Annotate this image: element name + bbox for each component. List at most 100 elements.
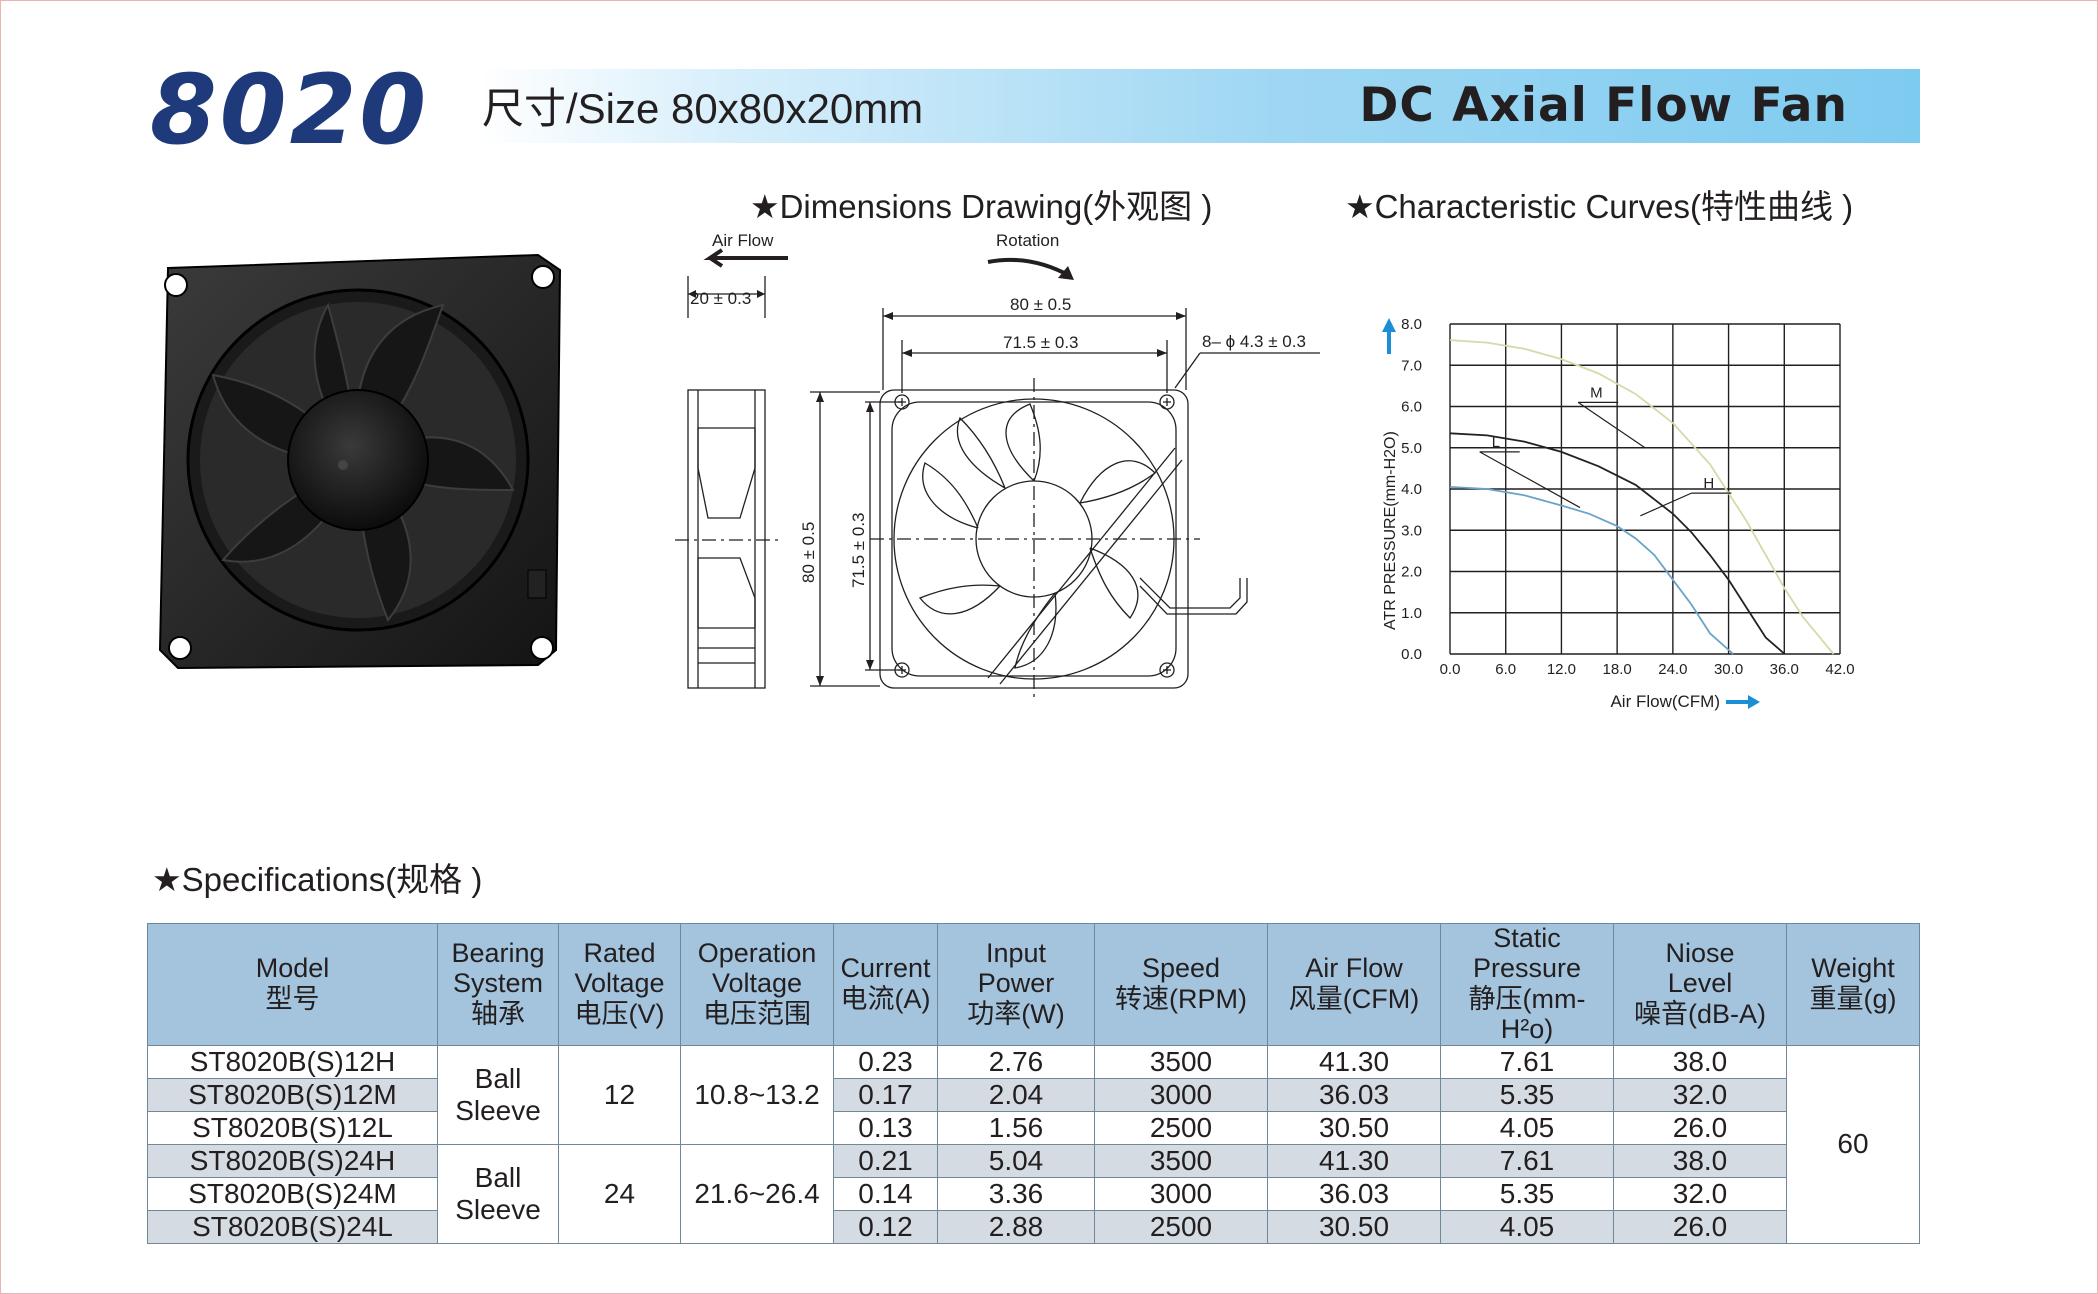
overall-width-dim: 80 ± 0.5 — [1010, 295, 1071, 314]
dimensions-heading: ★Dimensions Drawing(外观图 ) — [750, 188, 1213, 225]
model-cell: ST8020B(S)12H — [147, 1044, 438, 1079]
speed-cell: 2500 — [1094, 1110, 1268, 1145]
pressure-cell: 7.61 — [1440, 1044, 1614, 1079]
header-en-label: Speed — [1141, 952, 1221, 983]
x-tick-label: 24.0 — [1658, 661, 1687, 678]
y-tick-label: 7.0 — [1401, 357, 1422, 374]
speed-cell: 3000 — [1094, 1176, 1268, 1211]
bearing-cell: Ball Sleeve — [437, 1143, 559, 1244]
y-tick-label: 8.0 — [1401, 316, 1422, 333]
series-label-l: L — [1492, 434, 1500, 451]
header-zh-label: 重量(g) — [1809, 984, 1897, 1015]
series-label-pointer — [1640, 492, 1692, 517]
airflow-cell: 41.30 — [1267, 1044, 1441, 1079]
speed-cell: 3500 — [1094, 1143, 1268, 1178]
power-cell: 2.76 — [937, 1044, 1095, 1079]
power-cell: 2.88 — [937, 1209, 1095, 1244]
noise-cell: 26.0 — [1613, 1209, 1787, 1244]
header-en-label: Air Flow — [1305, 952, 1403, 983]
operation-cell: 10.8~13.2 — [680, 1044, 834, 1145]
pressure-cell: 5.35 — [1440, 1176, 1614, 1211]
header-zh-label: 转速(RPM) — [1115, 984, 1247, 1015]
y-tick-label: 5.0 — [1401, 440, 1422, 457]
series-line-h — [1449, 339, 1835, 655]
weight-cell: 60 — [1786, 1044, 1920, 1244]
series-line-l — [1449, 486, 1734, 655]
model-code: 8020 — [150, 54, 430, 166]
header-zh-label: 轴承 — [471, 999, 525, 1030]
header-en-label: Bearing System — [451, 937, 545, 998]
pressure-cell: 4.05 — [1440, 1209, 1614, 1244]
speed-cell: 3000 — [1094, 1077, 1268, 1112]
header-zh-label: 电压范围 — [703, 999, 811, 1030]
air-flow-label: Air Flow — [712, 231, 774, 250]
y-tick-label: 2.0 — [1401, 564, 1422, 581]
header-zh-label: 电压(V) — [574, 999, 665, 1030]
air-flow-arrow-icon — [703, 248, 788, 268]
airflow-cell: 30.50 — [1267, 1110, 1441, 1145]
overall-height-dim: 80 ± 0.5 — [799, 522, 818, 583]
pressure-cell: 7.61 — [1440, 1143, 1614, 1178]
x-tick-label: 12.0 — [1547, 661, 1576, 678]
airflow-cell: 36.03 — [1267, 1077, 1441, 1112]
dimensions-drawing: Air Flow Rotation — [675, 231, 1320, 698]
x-tick-label: 30.0 — [1714, 661, 1743, 678]
pressure-cell: 5.35 — [1440, 1077, 1614, 1112]
y-tick-label: 3.0 — [1401, 522, 1422, 539]
noise-cell: 38.0 — [1613, 1044, 1787, 1079]
current-cell: 0.21 — [833, 1143, 938, 1178]
bearing-cell: Ball Sleeve — [437, 1044, 559, 1145]
header-zh-label: 型号 — [265, 984, 320, 1015]
current-cell: 0.13 — [833, 1110, 938, 1145]
model-cell: ST8020B(S)24M — [147, 1176, 438, 1211]
series-label-m: M — [1590, 384, 1603, 401]
header-en-label: Model — [255, 952, 330, 983]
series-label-pointer — [1577, 401, 1646, 449]
hole-pitch-dim: 71.5 ± 0.3 — [1003, 333, 1079, 352]
size-label: 尺寸/Size 80x80x20mm — [482, 85, 924, 132]
header-band — [478, 69, 1920, 143]
header-en-label: Rated Voltage — [574, 937, 665, 998]
x-tick-label: 6.0 — [1495, 661, 1516, 678]
fan-photo — [158, 253, 562, 670]
chart-y-axis-label: ATR PRESSURE(mm-H2O) — [1382, 431, 1399, 630]
y-tick-label: 1.0 — [1401, 605, 1422, 622]
specifications-heading: ★Specifications(规格 ) — [152, 861, 483, 898]
rated-cell: 12 — [558, 1044, 681, 1145]
header-zh-label: 静压(mm-H²o) — [1468, 984, 1586, 1045]
series-line-m — [1449, 432, 1786, 655]
series-label-h: H — [1703, 475, 1714, 492]
power-cell: 1.56 — [937, 1110, 1095, 1145]
operation-cell: 21.6~26.4 — [680, 1143, 834, 1244]
model-cell: ST8020B(S)24H — [147, 1143, 438, 1178]
airflow-cell: 41.30 — [1267, 1143, 1441, 1178]
y-tick-label: 4.0 — [1401, 481, 1422, 498]
noise-cell: 32.0 — [1613, 1077, 1787, 1112]
airflow-cell: 36.03 — [1267, 1176, 1441, 1211]
current-cell: 0.23 — [833, 1044, 938, 1079]
noise-cell: 32.0 — [1613, 1176, 1787, 1211]
header-en-label: Operation Voltage — [697, 937, 817, 998]
x-tick-label: 36.0 — [1770, 661, 1799, 678]
chart-x-axis-label: Air Flow(CFM) — [1610, 692, 1720, 711]
current-cell: 0.12 — [833, 1209, 938, 1244]
x-tick-label: 42.0 — [1825, 661, 1854, 678]
power-cell: 2.04 — [937, 1077, 1095, 1112]
pressure-cell: 4.05 — [1440, 1110, 1614, 1145]
product-title: DC Axial Flow Fan — [1359, 78, 1848, 133]
header-en-label: Niose Level — [1665, 937, 1735, 998]
y-tick-label: 0.0 — [1401, 646, 1422, 663]
